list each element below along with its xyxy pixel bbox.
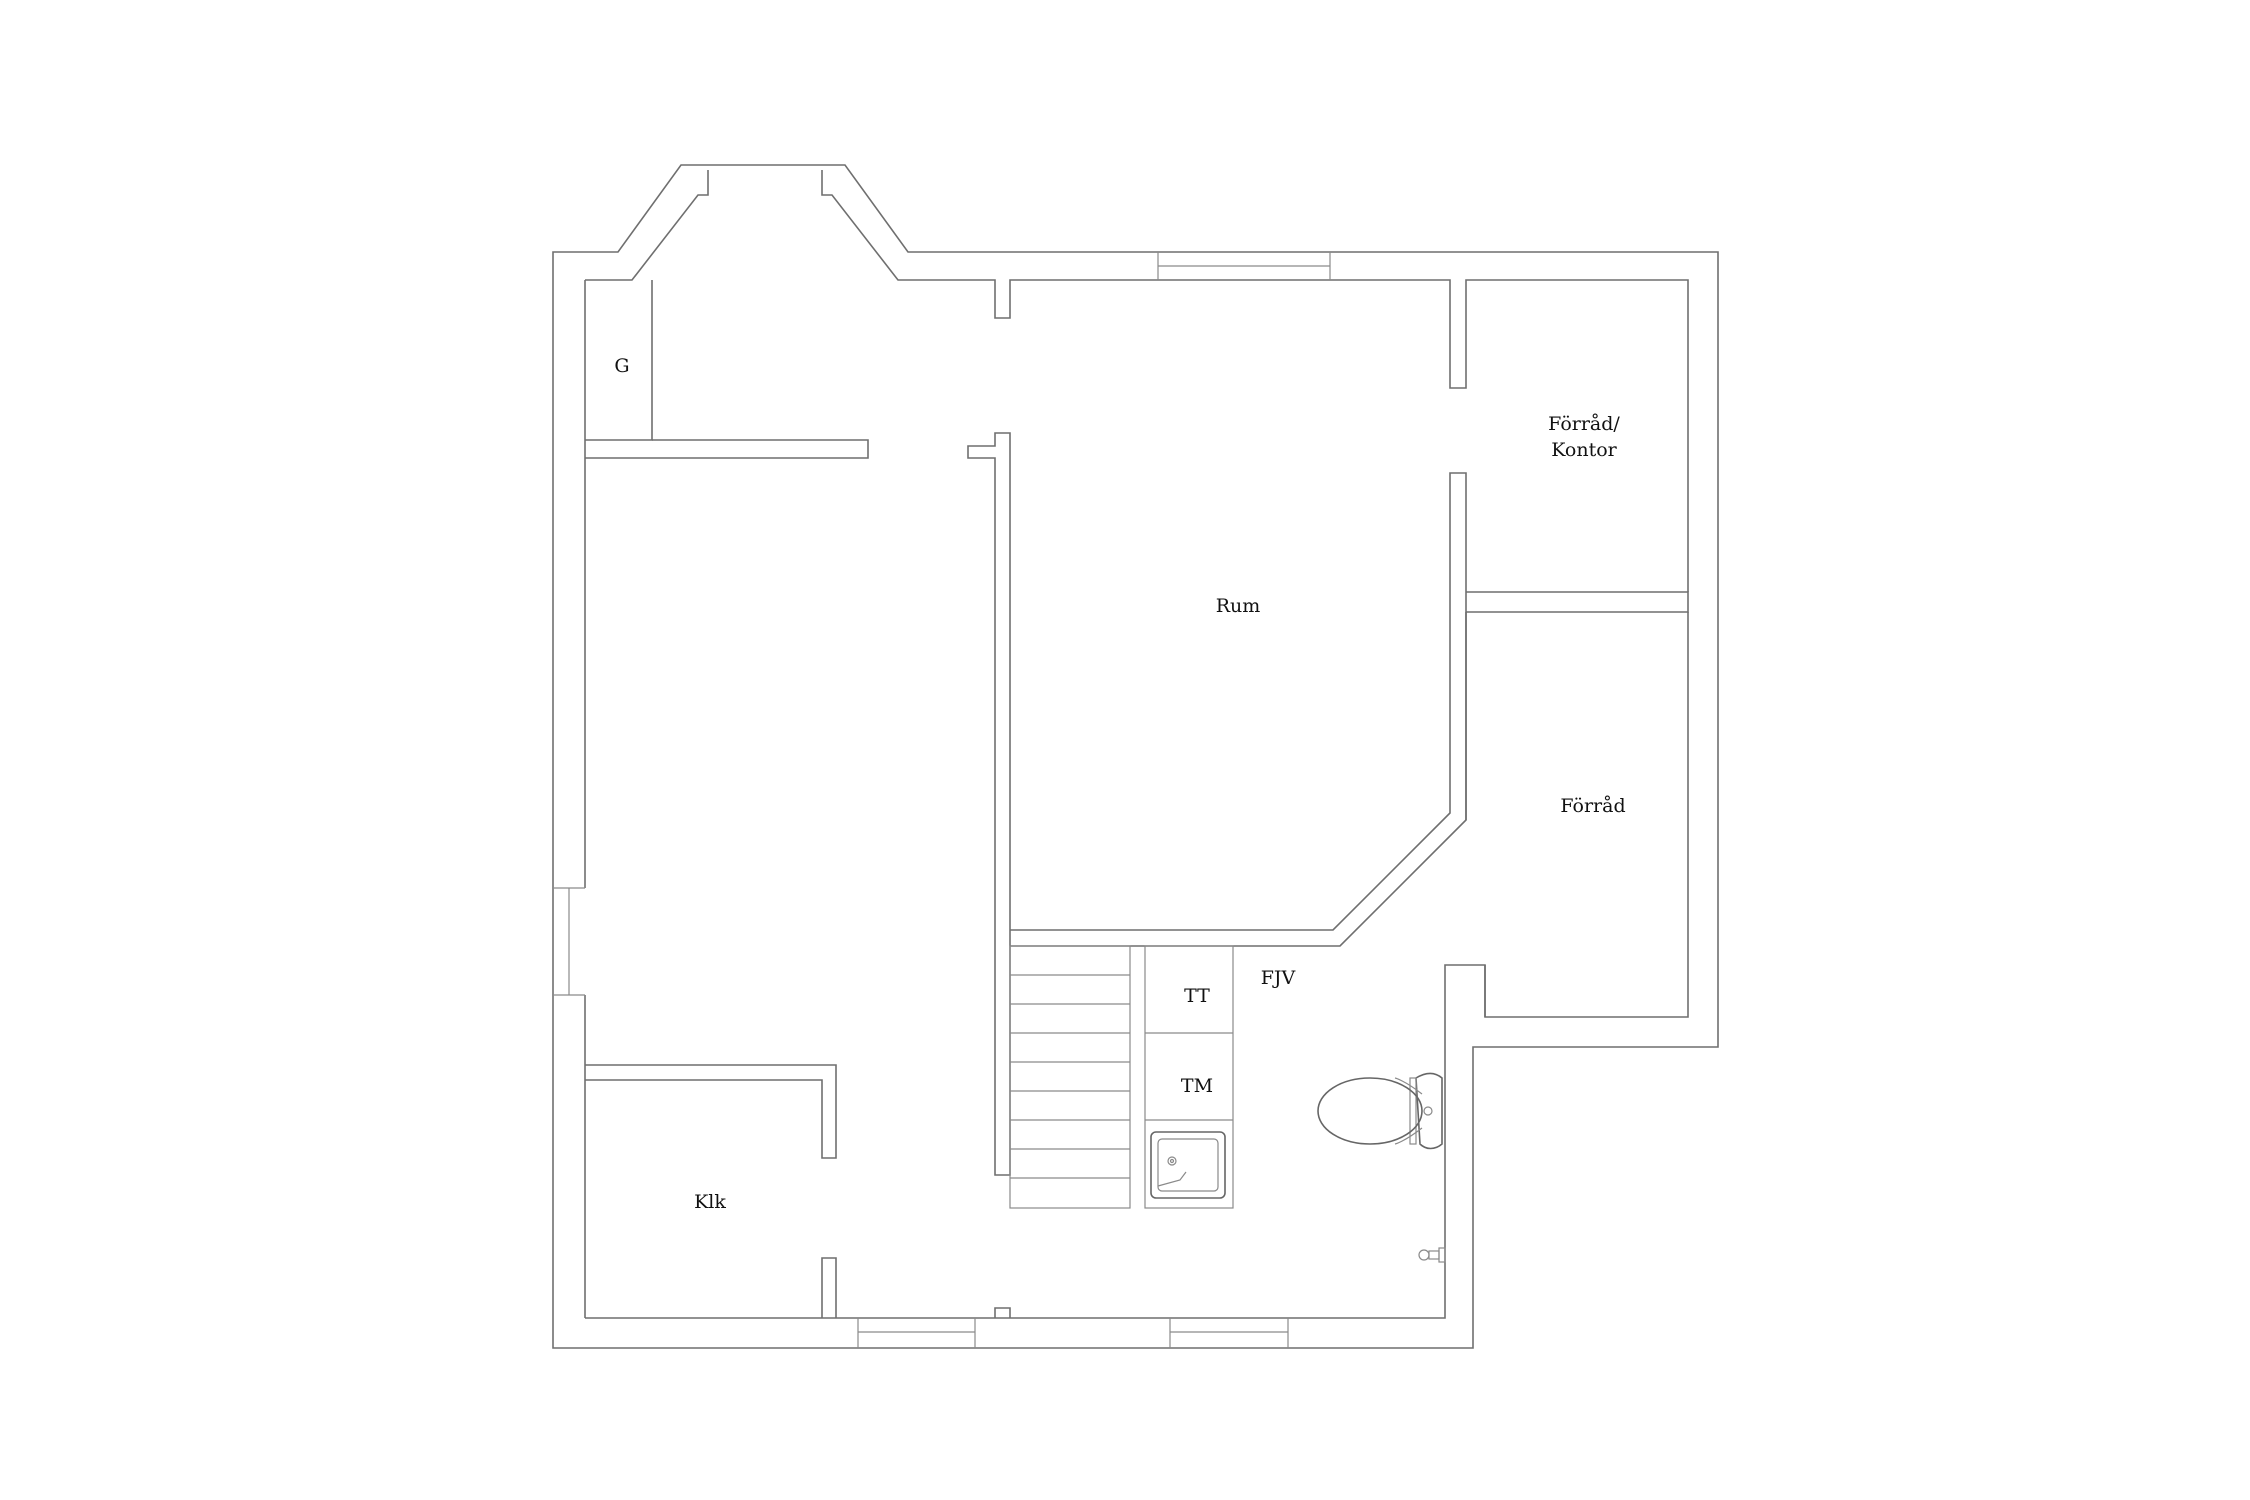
window-west [553, 887, 585, 996]
label-district-heating: FJV [1261, 967, 1296, 989]
label-washing-machine: TM [1181, 1075, 1213, 1097]
label-storage-office-1: Förråd/ [1548, 413, 1620, 435]
exterior-inner-south [585, 612, 1689, 1319]
wall-central-vertical [967, 432, 1011, 1176]
label-storage-office-2: Kontor [1551, 439, 1617, 461]
toilet-icon [1317, 1072, 1443, 1150]
room-labels: G Förråd/ Kontor Rum Förråd TT FJV TM Kl… [614, 355, 1625, 1213]
label-storage: Förråd [1560, 795, 1625, 817]
exterior-inner-north [585, 170, 709, 281]
exterior-walls [552, 164, 1719, 1349]
label-laundry: Klk [694, 1191, 726, 1213]
bay-window-inner [821, 170, 1689, 592]
window-south-1 [857, 1318, 976, 1348]
appliance-outline [1144, 945, 1234, 1209]
south-pilaster [994, 1307, 1011, 1318]
tap-icon [1418, 1247, 1446, 1263]
window-north [1157, 252, 1331, 280]
wall-upper-horizontal [585, 439, 869, 459]
wall-laundry [585, 1064, 837, 1159]
staircase [1009, 945, 1131, 1209]
appliance-column [1144, 945, 1234, 1209]
exterior-outer-outline [552, 164, 1719, 1349]
stair-outline [1009, 945, 1131, 1209]
wall-laundry-east-lower [821, 1257, 837, 1318]
label-room: Rum [1216, 595, 1261, 617]
label-g: G [614, 355, 629, 377]
wall-storage-office [1466, 591, 1689, 613]
sink-icon [1150, 1131, 1226, 1199]
windows [553, 252, 1331, 1348]
wall-rum-boundary [1010, 472, 1467, 947]
interior-walls [585, 280, 1689, 1318]
label-drying-cabinet: TT [1184, 985, 1210, 1007]
window-south-2 [1169, 1318, 1289, 1348]
